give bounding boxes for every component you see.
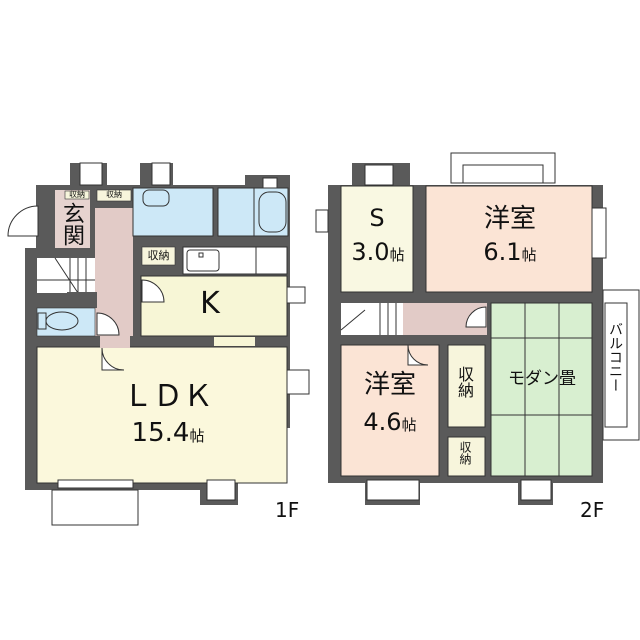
tatami-label: モダン畳 [508, 369, 576, 389]
floor1-plan [7, 162, 310, 526]
entrance-label: 玄関 [59, 202, 84, 246]
storage-entrance-label: 収納 [69, 190, 85, 199]
storage-washroom-label: 収納 [147, 249, 170, 262]
storage-hall-label: 収納 [106, 190, 122, 199]
storage2-label: 収納 [458, 441, 472, 465]
ldk-label: ＬＤＫ [123, 379, 213, 414]
storage1-label: 収納 [455, 366, 474, 398]
western1-label: 洋室 [483, 204, 536, 234]
kitchen-label: K [200, 286, 220, 321]
sroom-size: 3.0帖 [351, 238, 405, 266]
western2-label: 洋室 [363, 370, 416, 400]
western2-size: 4.6帖 [363, 408, 417, 436]
floor1-label: 1F [275, 498, 300, 522]
sroom-label: S [369, 204, 385, 232]
western1-size: 6.1帖 [483, 238, 537, 266]
floor2-plan [315, 152, 640, 505]
floor2-label: 2F [580, 498, 605, 522]
balcony-label: バルコニー [607, 322, 623, 392]
ldk-size: 15.4帖 [131, 418, 205, 448]
